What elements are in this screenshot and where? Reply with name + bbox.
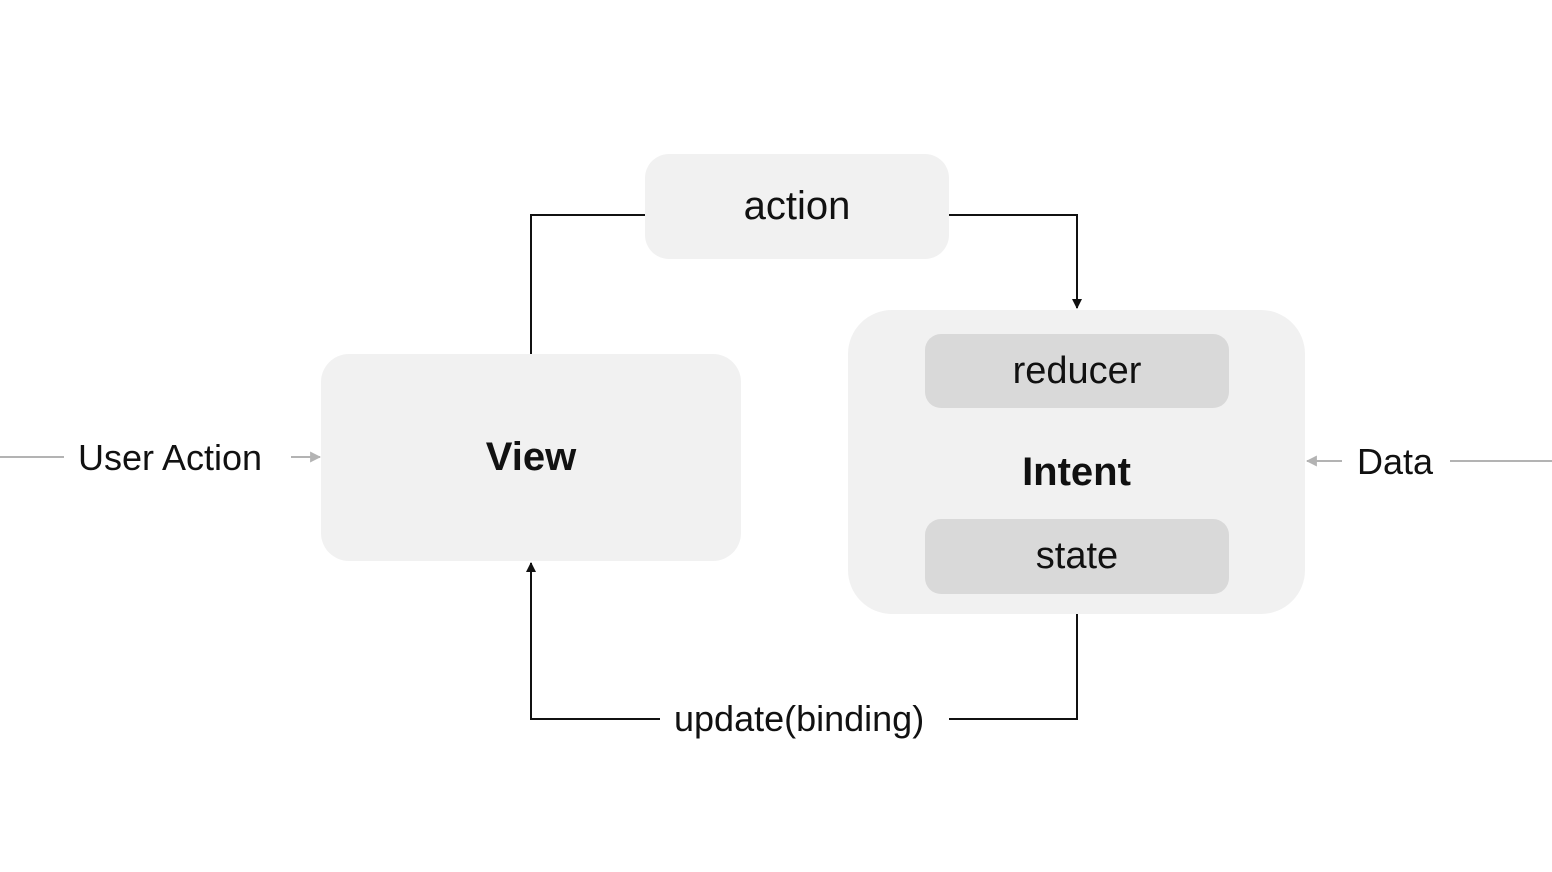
intent-to-update-line bbox=[949, 614, 1078, 720]
update-to-view-arrow bbox=[526, 562, 660, 720]
update-binding-label: update(binding) bbox=[674, 698, 925, 739]
action-label: action bbox=[743, 184, 851, 228]
view-node: View bbox=[321, 354, 741, 561]
intent-label: Intent bbox=[1022, 450, 1131, 494]
view-label: View bbox=[485, 435, 577, 479]
action-to-intent-arrow bbox=[949, 214, 1082, 309]
state-label: state bbox=[1035, 535, 1119, 577]
user-action-label: User Action bbox=[78, 437, 263, 478]
reducer-label: reducer bbox=[1012, 349, 1142, 392]
reducer-node: reducer bbox=[925, 334, 1229, 408]
action-node: action bbox=[645, 154, 949, 259]
view-to-action-line bbox=[530, 214, 645, 354]
data-label: Data bbox=[1357, 441, 1434, 482]
state-node: state bbox=[925, 519, 1229, 594]
